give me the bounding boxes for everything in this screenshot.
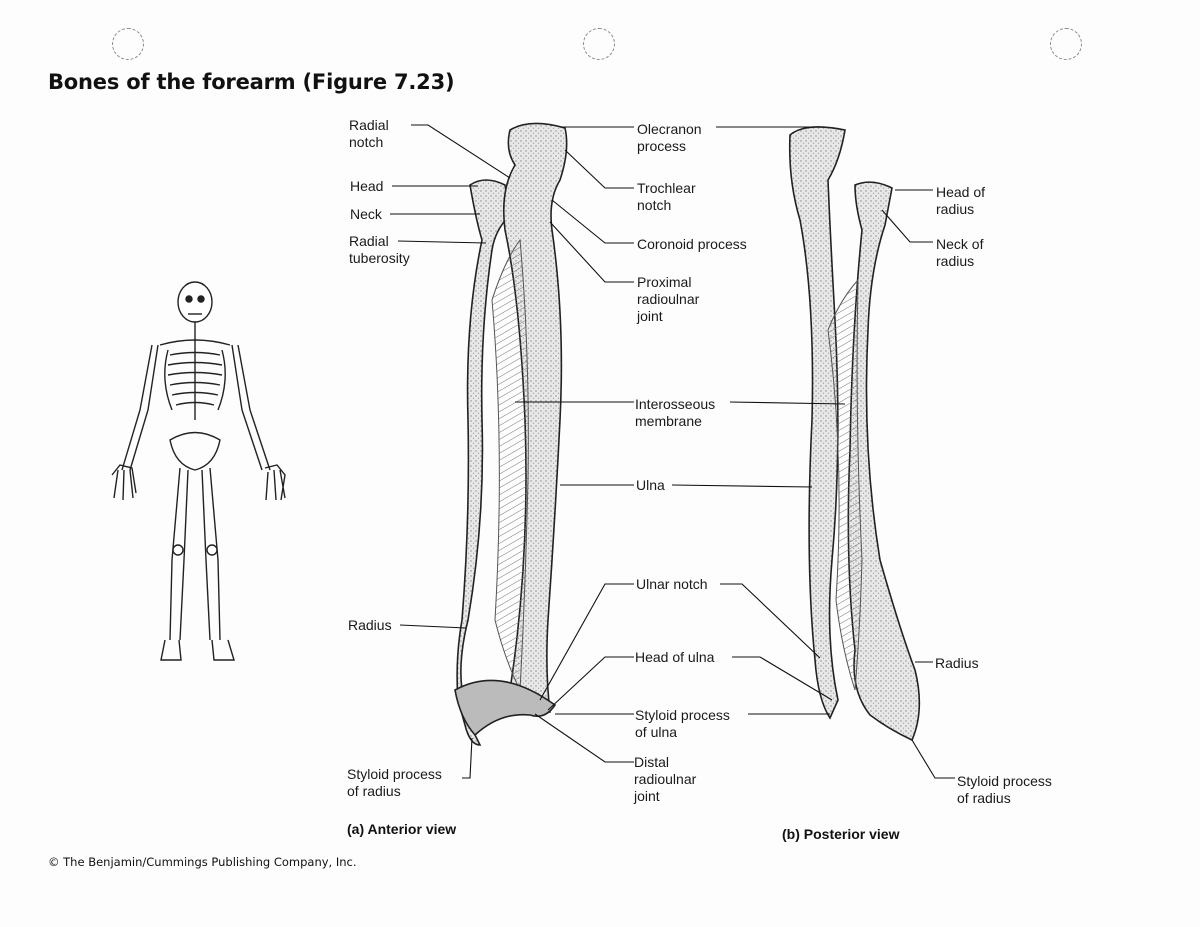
skeleton-thumbnail [111,281,286,661]
label-radius-posterior: Radius [935,655,979,671]
label-radial-tuberosity: Radial tuberosity [349,233,410,266]
label-radial-notch: Radial notch [349,117,389,150]
page-title: Bones of the forearm (Figure 7.23) [48,70,455,94]
punch-hole-right [1050,28,1082,60]
caption-anterior-view: (a) Anterior view [347,821,457,837]
label-head-of-radius: Head of radius [936,184,986,217]
label-proximal-radioulnar-joint: Proximal radioulnar joint [637,274,700,324]
label-styloid-radius-anterior: Styloid process of radius [347,766,442,799]
punch-hole-left [112,28,144,60]
label-styloid-radius-posterior: Styloid process of radius [957,773,1052,806]
posterior-view-bones [788,126,921,742]
label-ulnar-notch: Ulnar notch [636,576,708,592]
label-distal-radioulnar-joint: Distal radioulnar joint [634,754,697,804]
label-ulna: Ulna [636,477,665,493]
label-head-of-ulna: Head of ulna [635,649,715,665]
label-interosseous-membrane: Interosseous membrane [635,396,716,429]
label-radius-anterior: Radius [348,617,392,633]
label-neck: Neck [350,206,382,222]
label-olecranon: Olecranon process [637,121,702,154]
label-neck-of-radius: Neck of radius [936,236,984,269]
anterior-view-bones [454,122,568,746]
caption-posterior-view: (b) Posterior view [782,826,900,842]
leader-lines [390,124,955,779]
label-styloid-ulna: Styloid process of ulna [635,707,730,740]
label-trochlear-notch: Trochlear notch [637,180,696,213]
label-head: Head [350,178,384,194]
copyright-credit: © The Benjamin/Cummings Publishing Compa… [48,855,357,869]
label-coronoid-process: Coronoid process [637,236,747,252]
punch-hole-center [583,28,615,60]
